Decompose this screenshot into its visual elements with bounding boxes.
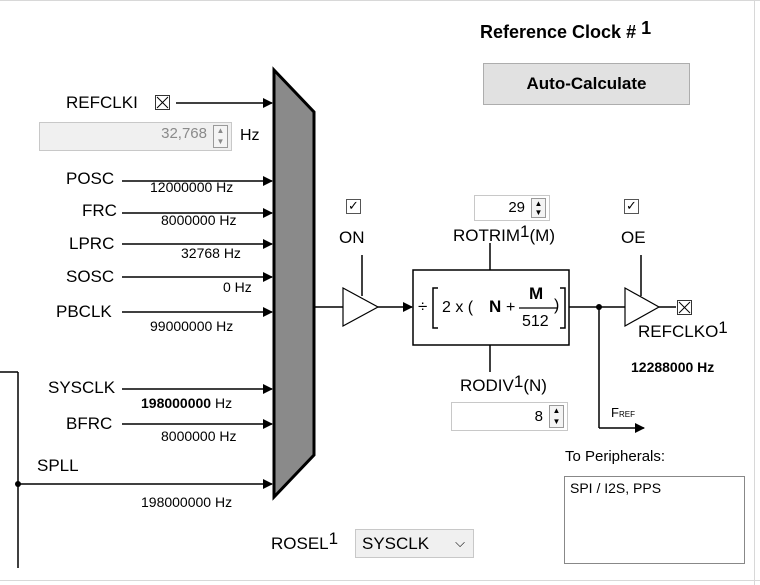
source-label-posc: POSC (66, 169, 115, 188)
refclko-label: REFCLKO1 (638, 318, 728, 341)
formula-close: ) (554, 297, 560, 314)
refclki-pin-icon (155, 95, 170, 110)
on-label: ON (339, 228, 365, 247)
oe-checkbox[interactable]: ✓ (624, 199, 639, 214)
on-checkbox[interactable]: ✓ (346, 199, 361, 214)
to-peripherals-label: To Peripherals: (565, 448, 666, 465)
chevron-down-icon: ⌵ (455, 535, 465, 550)
formula-n: N (489, 297, 502, 316)
spin-up-icon[interactable]: ▲ (216, 126, 225, 136)
formula-two-times: 2 x ( (442, 299, 474, 316)
source-freq-sosc: 0 Hz (223, 279, 252, 295)
source-label-bfrc: BFRC (66, 414, 113, 433)
oe-label: OE (621, 228, 646, 247)
refclki-unit: Hz (240, 127, 260, 144)
to-peripherals-textbox[interactable]: SPI / I2S, PPS (564, 476, 745, 564)
frame-top-border (0, 0, 760, 1)
source-label-sysclk: SYSCLK (48, 378, 116, 397)
source-label-pbclk: PBCLK (56, 302, 112, 321)
on-buffer (342, 286, 380, 328)
rotrim-label: ROTRIM1(M) (453, 222, 555, 245)
rosel-label: ROSEL1 (271, 529, 339, 553)
source-freq-spll: 198000000 Hz (141, 494, 233, 510)
source-label-lprc: LPRC (69, 234, 115, 253)
spin-down-icon[interactable]: ▼ (552, 416, 561, 426)
source-freq-posc: 12000000 Hz (150, 179, 234, 195)
rodiv-label: RODIV1(N) (460, 372, 547, 395)
frame-bottom-border (0, 580, 760, 581)
refclki-frequency-input[interactable]: 32,768 ▲▼ (39, 122, 232, 151)
source-label-frc: FRC (82, 201, 117, 220)
source-freq-sysclk: 198000000 Hz (141, 395, 233, 411)
formula-divide-sign: ÷ (418, 297, 428, 316)
frame-right-border (754, 0, 755, 585)
source-freq-pbclk: 99000000 Hz (150, 318, 234, 334)
source-label-spll: SPLL (37, 456, 79, 475)
refclki-label: REFCLKI (66, 93, 138, 112)
spin-down-icon[interactable]: ▼ (534, 207, 543, 217)
source-freq-lprc: 32768 Hz (181, 245, 241, 261)
formula-plus: + (506, 299, 516, 316)
spin-up-icon[interactable]: ▲ (534, 198, 543, 208)
refclko-frequency: 12288000 Hz (631, 359, 715, 375)
formula-denominator: 512 (522, 313, 549, 330)
source-label-sosc: SOSC (66, 267, 115, 286)
fref-label: FREF (611, 405, 635, 420)
auto-calculate-button[interactable]: Auto-Calculate (483, 63, 690, 105)
oe-buffer (624, 286, 661, 328)
spin-down-icon[interactable]: ▼ (216, 136, 225, 146)
source-freq-frc: 8000000 Hz (161, 212, 237, 228)
spin-up-icon[interactable]: ▲ (552, 406, 561, 416)
rosel-mux (272, 66, 316, 501)
rotrim-input[interactable]: 29 ▲▼ (474, 195, 550, 221)
formula-m: M (529, 284, 544, 303)
rodiv-input[interactable]: 8 ▲▼ (451, 402, 568, 431)
rosel-select[interactable]: SYSCLK ⌵ (355, 529, 474, 558)
page-title: Reference Clock # 1 (480, 18, 652, 42)
refclko-pin-icon (677, 300, 692, 315)
source-freq-bfrc: 8000000 Hz (161, 428, 237, 444)
